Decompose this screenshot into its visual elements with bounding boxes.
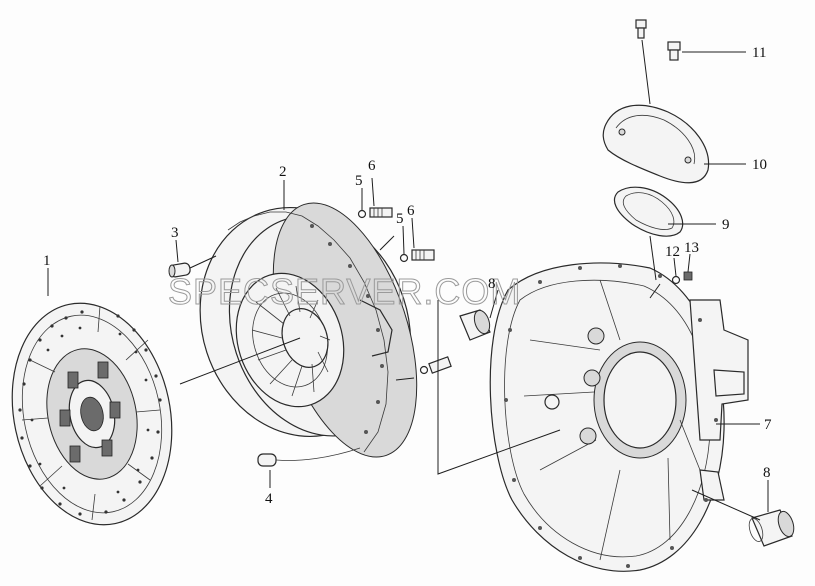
callout-12: 12	[665, 244, 680, 260]
callout-8-upper: 8	[488, 276, 496, 292]
bolt-lower	[419, 356, 452, 375]
bolt-upper	[357, 207, 393, 219]
bushing-lower	[748, 509, 795, 547]
inspection-cover	[602, 104, 710, 184]
flywheel-housing	[489, 262, 749, 572]
callout-4: 4	[265, 491, 273, 507]
bolt-middle	[399, 249, 435, 263]
pressure-plate-assembly	[199, 202, 418, 458]
callout-1: 1	[43, 253, 51, 269]
callout-labels: 1 2 3 4 5 6 5 6 7 8 8 9 10 11 12 13	[43, 45, 772, 507]
callout-6-middle: 6	[407, 203, 415, 219]
nut-13	[683, 271, 693, 281]
bushing-upper	[459, 309, 491, 341]
cover-bolt-left	[635, 19, 647, 39]
release-pin	[257, 447, 361, 467]
callout-6-upper: 6	[368, 158, 376, 174]
assembly-lines	[179, 39, 761, 521]
callout-10: 10	[752, 157, 767, 173]
dowel-pin	[168, 262, 191, 278]
callout-5-upper: 5	[355, 173, 363, 189]
callout-2: 2	[279, 164, 287, 180]
callout-11: 11	[752, 45, 766, 61]
callout-5-middle: 5	[396, 211, 404, 227]
clutch-disc	[11, 302, 173, 526]
callout-13: 13	[684, 240, 699, 256]
cover-bolt-right	[667, 41, 681, 61]
callout-7: 7	[764, 417, 772, 433]
callout-8-lower: 8	[763, 465, 771, 481]
callout-3: 3	[171, 225, 179, 241]
cover-gasket	[613, 186, 684, 237]
callout-9: 9	[722, 217, 730, 233]
washer-12	[671, 275, 681, 285]
watermark: SPECSERVER.COM	[168, 271, 521, 312]
callout-leaders	[47, 51, 769, 512]
